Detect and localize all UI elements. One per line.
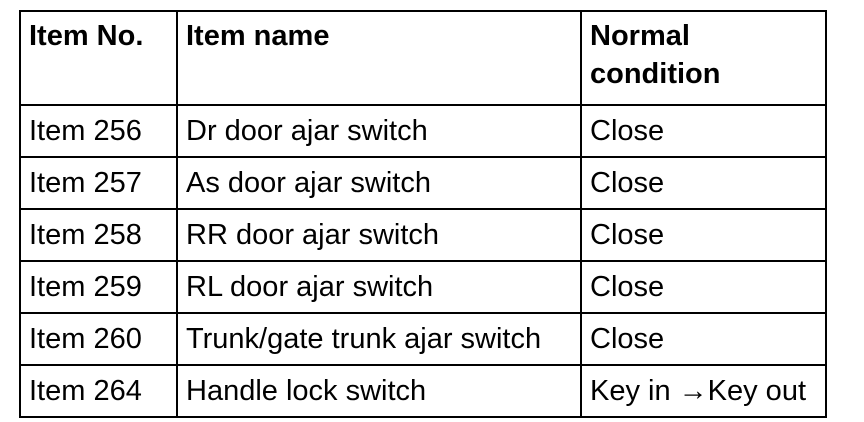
- header-normal-condition-label: Normal condition: [590, 20, 721, 90]
- normal-condition-cell: Close: [580, 104, 827, 158]
- item-name-cell: RR door ajar switch: [176, 208, 582, 262]
- table-body: Item 256 Dr door ajar switch Close Item …: [19, 104, 827, 418]
- header-normal-condition: Normal condition: [580, 10, 827, 106]
- table-row: Item 256 Dr door ajar switch Close: [19, 104, 827, 158]
- item-condition-table: Item No. Item name Normal condition Item…: [19, 10, 827, 418]
- item-no-cell: Item 258: [19, 208, 178, 262]
- normal-condition-cell: Close: [580, 156, 827, 210]
- item-name-cell: RL door ajar switch: [176, 260, 582, 314]
- item-name-cell: As door ajar switch: [176, 156, 582, 210]
- table-row: Item 260 Trunk/gate trunk ajar switch Cl…: [19, 312, 827, 366]
- table-row: Item 264 Handle lock switch Key in →Key …: [19, 364, 827, 418]
- normal-condition-cell: Key in →Key out: [580, 364, 827, 418]
- item-no-cell: Item 264: [19, 364, 178, 418]
- header-item-no: Item No.: [19, 10, 178, 106]
- table-header: Item No. Item name Normal condition: [19, 10, 827, 106]
- item-name-cell: Dr door ajar switch: [176, 104, 582, 158]
- table-row: Item 259 RL door ajar switch Close: [19, 260, 827, 314]
- normal-condition-cell: Close: [580, 208, 827, 262]
- item-name-cell: Trunk/gate trunk ajar switch: [176, 312, 582, 366]
- normal-condition-cell: Close: [580, 312, 827, 366]
- item-no-cell: Item 260: [19, 312, 178, 366]
- item-no-cell: Item 256: [19, 104, 178, 158]
- header-item-name: Item name: [176, 10, 582, 106]
- item-no-cell: Item 257: [19, 156, 178, 210]
- normal-condition-cell: Close: [580, 260, 827, 314]
- header-row: Item No. Item name Normal condition: [19, 10, 827, 106]
- item-no-cell: Item 259: [19, 260, 178, 314]
- table-row: Item 257 As door ajar switch Close: [19, 156, 827, 210]
- table-row: Item 258 RR door ajar switch Close: [19, 208, 827, 262]
- item-name-cell: Handle lock switch: [176, 364, 582, 418]
